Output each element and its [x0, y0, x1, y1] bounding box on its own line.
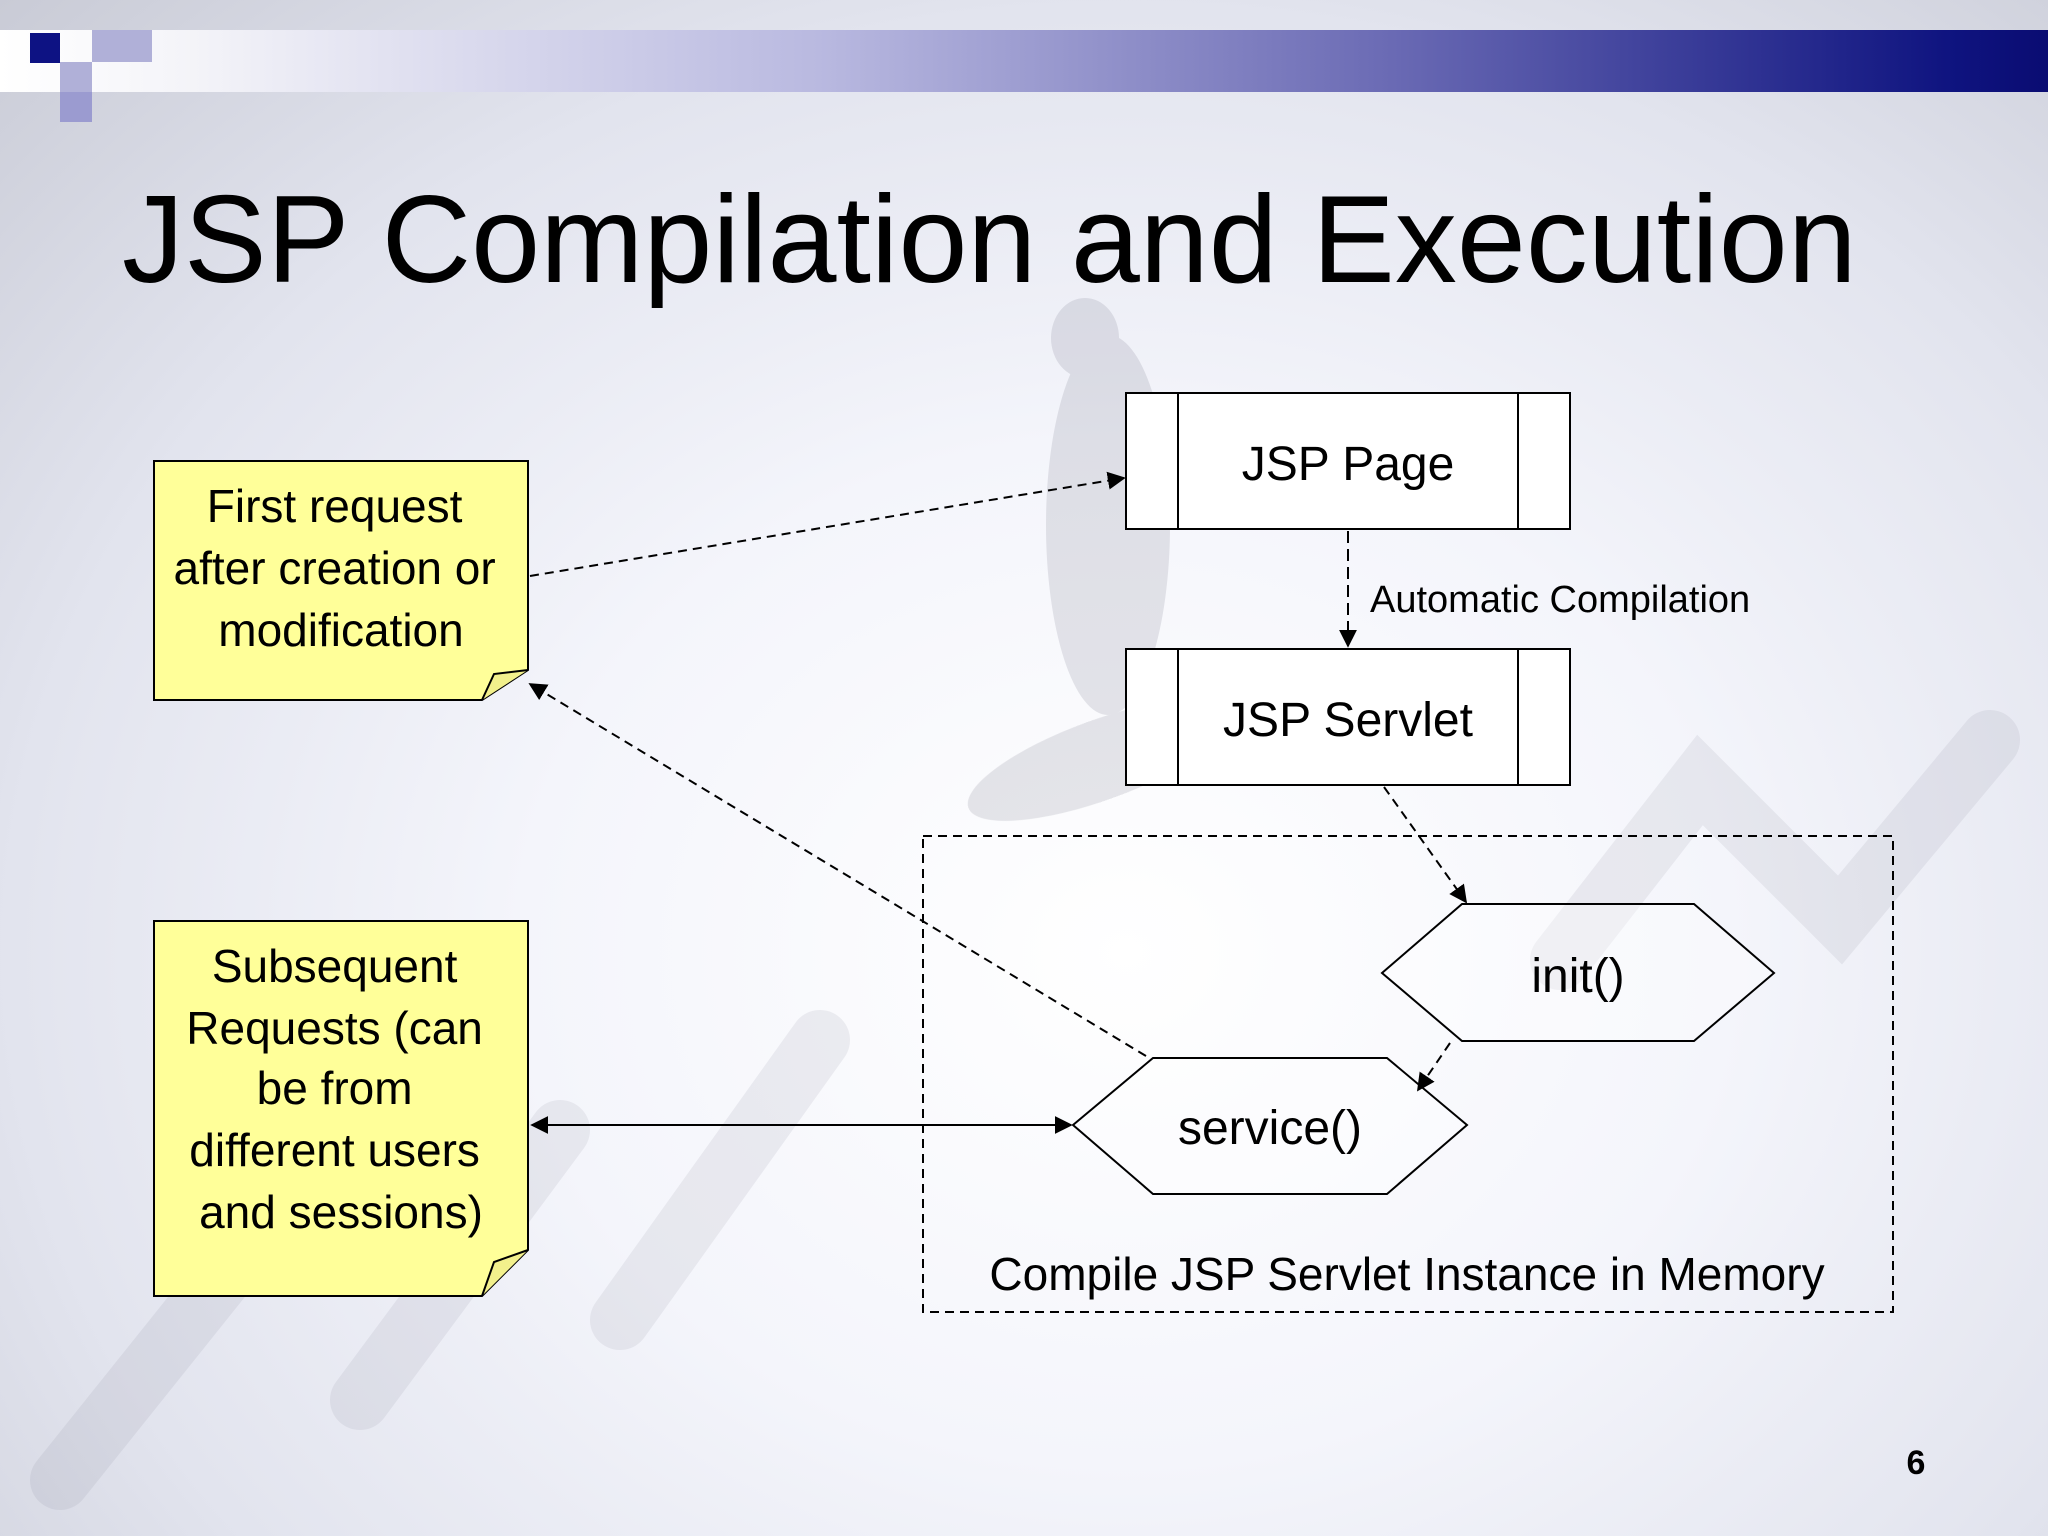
- automatic-compilation-label: Automatic Compilation: [1370, 579, 1750, 621]
- subsequent-requests-note: Subsequent Requests (can be from differe…: [153, 920, 529, 1297]
- logo-square-mid: [60, 92, 92, 122]
- logo-square-light: [92, 30, 152, 62]
- edge-first-request-to-jsp-page: [529, 471, 1126, 577]
- logo-square-light: [60, 62, 92, 92]
- service-label: service(): [1178, 1102, 1362, 1155]
- first-request-line: First request: [207, 480, 463, 532]
- subsequent-requests-note-text: Subsequent Requests (can be from differe…: [186, 940, 495, 1238]
- first-request-note-text: First request after creation or modifica…: [174, 480, 509, 656]
- subsequent-requests-line: Requests (can: [186, 1002, 483, 1054]
- subsequent-requests-line: and sessions): [199, 1186, 483, 1238]
- jsp-page-node: JSP Page: [1125, 392, 1571, 530]
- jsp-servlet-node: JSP Servlet: [1125, 648, 1571, 786]
- first-request-line: modification: [218, 604, 463, 656]
- edge-servlet-to-init: [1383, 786, 1468, 904]
- first-request-line: after creation or: [174, 542, 496, 594]
- jsp-servlet-label: JSP Servlet: [1223, 694, 1473, 747]
- service-node: service(): [1071, 1057, 1469, 1195]
- logo-square-dark: [30, 33, 60, 63]
- subsequent-requests-line: Subsequent: [212, 940, 458, 992]
- init-node: init(): [1380, 903, 1776, 1042]
- memory-container-label: Compile JSP Servlet Instance in Memory: [989, 1248, 1824, 1300]
- memory-container: Compile JSP Servlet Instance in Memory: [922, 835, 1894, 1313]
- init-label: init(): [1531, 950, 1624, 1003]
- slide-title: JSP Compilation and Execution: [122, 171, 1857, 309]
- edge-service-to-first-request: [528, 683, 1147, 1057]
- header-gradient-band: [0, 30, 2048, 92]
- subsequent-requests-line: different users: [189, 1124, 480, 1176]
- slide-number: 6: [1906, 1444, 1926, 1482]
- first-request-note: First request after creation or modifica…: [153, 460, 529, 701]
- subsequent-requests-line: be from: [257, 1062, 413, 1114]
- edge-init-to-service: [1416, 1042, 1451, 1092]
- jsp-page-label: JSP Page: [1242, 438, 1455, 491]
